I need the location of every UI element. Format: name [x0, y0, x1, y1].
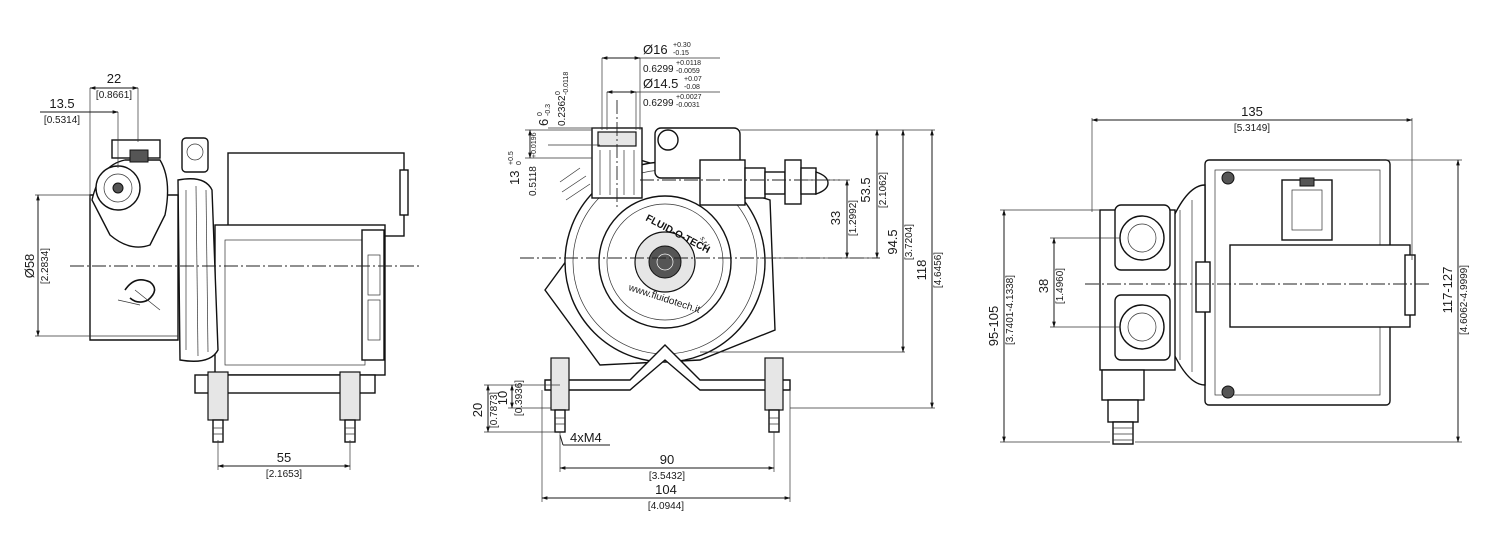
svg-text:-0.0031: -0.0031 [676, 102, 700, 109]
front-dim-33: 33 [828, 211, 843, 225]
top-dim-95-105: 95-105 [986, 306, 1001, 346]
side-logo-mark [124, 279, 156, 303]
front-dim-33-in: [1.2992] [848, 200, 859, 236]
side-flange [177, 178, 219, 362]
front-dim-53-5: 53.5 [858, 177, 873, 202]
front-dim-20-in: [0.7873] [489, 392, 500, 428]
front-dim-13: 13 [507, 171, 522, 185]
front-dim-104-in: [4.0944] [648, 501, 684, 512]
top-dim-135: 135 [1241, 104, 1263, 119]
front-dim-20: 20 [470, 403, 485, 417]
front-dim-94-5-in: [3.7204] [904, 224, 915, 260]
front-dim-13-in: 0.5118 [528, 166, 539, 196]
svg-text:-0.3: -0.3 [545, 104, 552, 116]
top-dim-117-127-in: [4.6062-4.9999] [1459, 265, 1470, 335]
svg-text:0: 0 [537, 112, 544, 116]
side-base-plate [194, 374, 376, 394]
top-dim-117-127: 117-127 [1440, 267, 1455, 314]
front-dim-94-5: 94.5 [885, 229, 900, 254]
side-dim-13-5: 13.5 [49, 96, 74, 111]
svg-text:+0.0118: +0.0118 [676, 60, 701, 67]
svg-text:0: 0 [555, 91, 562, 95]
front-dim-118-in: [4.6456] [933, 252, 944, 288]
top-view: 135 [5.3149] 38 [1.4960] 95-105 [3.7401-… [986, 104, 1470, 445]
top-dim-38: 38 [1036, 279, 1051, 293]
svg-text:+0.5: +0.5 [508, 151, 515, 165]
front-dim-14-5-in: 0.6299 [643, 98, 674, 109]
top-dim-38-in: [1.4960] [1055, 268, 1066, 304]
front-dim-118: 118 [914, 260, 929, 281]
front-dim-90-in: [3.5432] [649, 471, 685, 482]
side-view: 22 [0.8661] 13.5 [0.5314] Ø58 [2.2834] 5… [22, 71, 422, 480]
svg-text:+0.0027: +0.0027 [676, 94, 702, 101]
front-foot-right [764, 357, 784, 411]
front-dim-6: 6 [536, 119, 551, 126]
top-dim-135-in: [5.3149] [1234, 123, 1270, 134]
svg-text:-0.0059: -0.0059 [676, 68, 700, 75]
front-side-fitting [699, 159, 746, 206]
svg-text:+0.30: +0.30 [673, 42, 691, 49]
front-dim-6-in: 0.2362 [557, 95, 568, 126]
svg-text:-0.0118: -0.0118 [563, 72, 570, 95]
side-top-nozzle [181, 137, 209, 173]
front-dim-10-in: [0.3936] [514, 380, 525, 416]
front-dim-104: 104 [655, 482, 677, 497]
front-dim-10: 10 [495, 391, 510, 405]
svg-text:-0.08: -0.08 [684, 84, 700, 91]
side-motor-housing [227, 152, 405, 237]
svg-text:+0.0196: +0.0196 [531, 132, 538, 158]
side-dim-55-in: [2.1653] [266, 469, 302, 480]
front-dim-16: Ø16 [643, 42, 668, 57]
side-dim-22: 22 [107, 71, 121, 86]
svg-text:-0.15: -0.15 [673, 50, 689, 57]
front-dim-90: 90 [660, 452, 674, 467]
front-dim-14-5: Ø14.5 [643, 76, 678, 91]
side-motor-cap [399, 169, 409, 216]
top-motor-cylinder [1229, 244, 1411, 328]
top-bottom-fitting [1101, 369, 1145, 401]
top-dim-95-105-in: [3.7401-4.1338] [1005, 275, 1016, 345]
side-foot-left [207, 371, 229, 421]
svg-text:+0.07: +0.07 [684, 76, 702, 83]
side-dim-55: 55 [277, 450, 291, 465]
front-dim-53-5-in: [2.1062] [878, 172, 889, 208]
front-dim-16-in: 0.6299 [643, 64, 674, 75]
side-dim-13-5-in: [0.5314] [44, 115, 80, 126]
front-dim-4xm4: 4xM4 [570, 430, 602, 445]
front-view: FLUID-O-TECH s.r.l. www.fluidotech.it [470, 42, 944, 512]
side-motor-body [214, 224, 386, 376]
side-dim-58: Ø58 [22, 254, 37, 279]
top-connector [1281, 179, 1333, 241]
front-foot-left [550, 357, 570, 411]
side-foot-right [339, 371, 361, 421]
svg-text:0: 0 [516, 161, 523, 165]
side-dim-58-in: [2.2834] [40, 248, 51, 284]
side-dim-22-in: [0.8661] [96, 90, 132, 101]
